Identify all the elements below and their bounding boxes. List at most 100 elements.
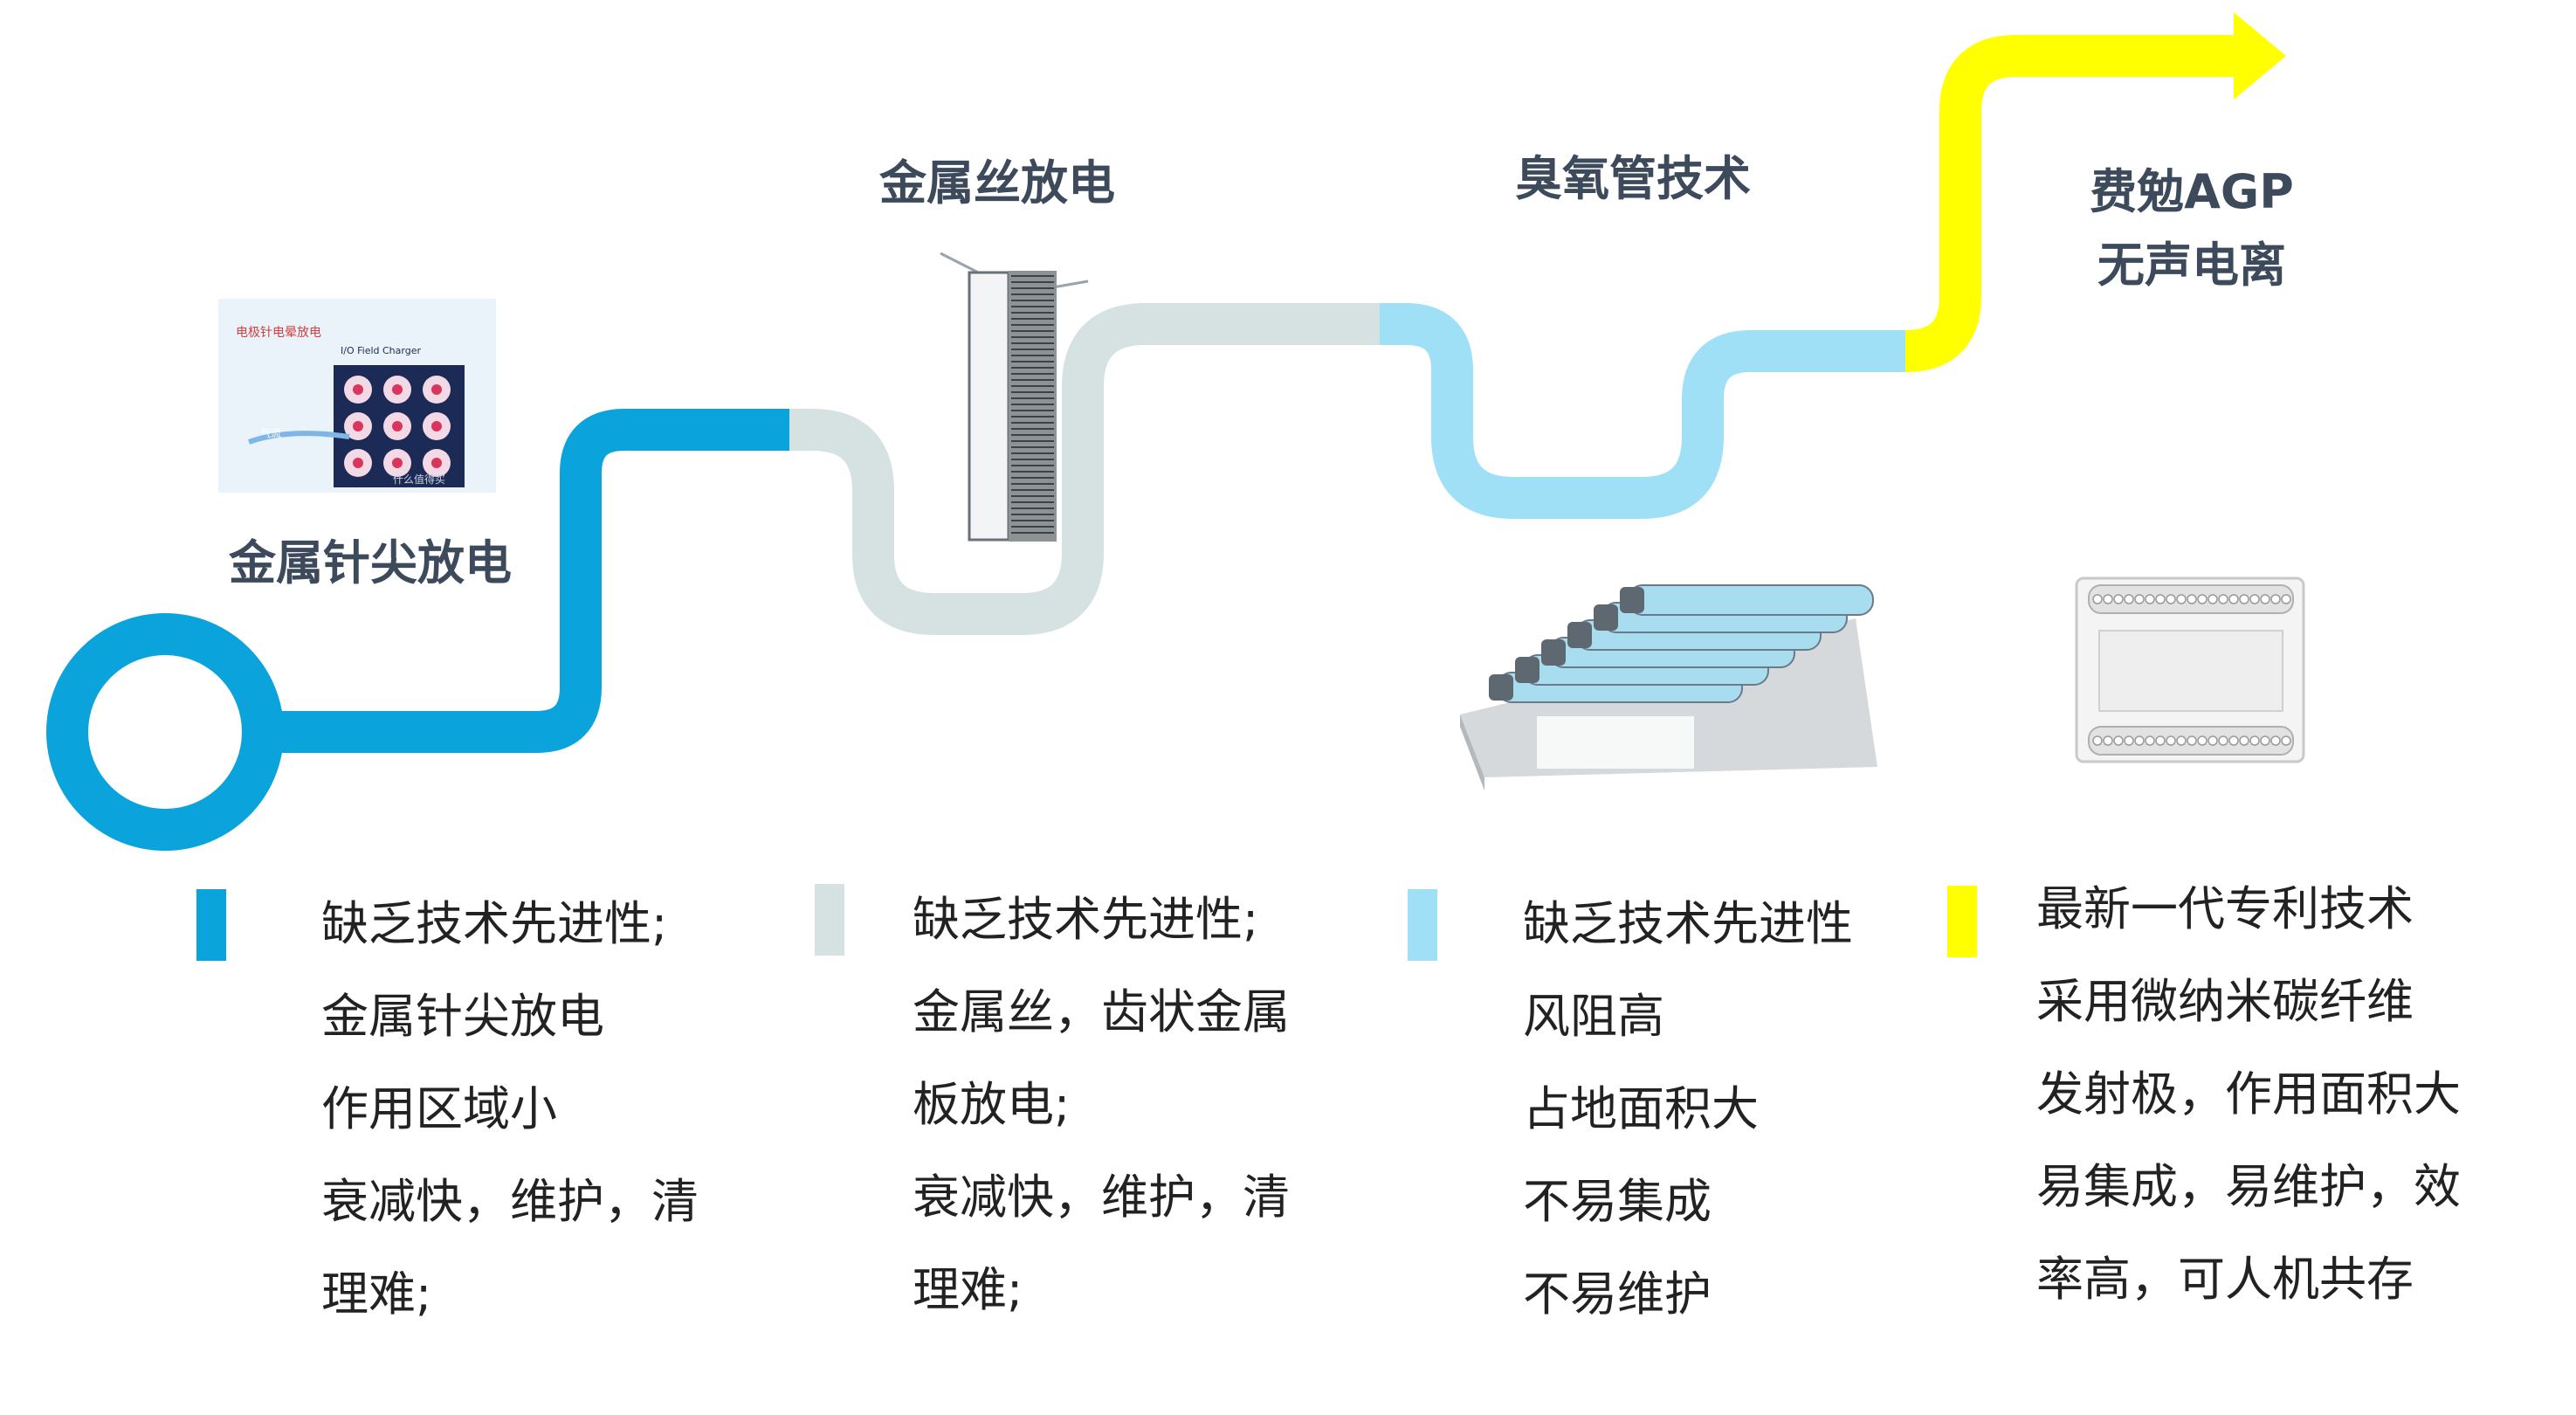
description-line: 不易集成 <box>1523 1174 1712 1229</box>
description-line: 理难; <box>913 1262 1023 1317</box>
stage-4-title: 费勉AGP 无声电离 <box>2078 155 2305 302</box>
agp-ionizer-module <box>2075 576 2305 763</box>
description-line: 缺乏技术先进性 <box>1523 896 1853 951</box>
emitter-bead <box>2176 735 2187 746</box>
emitter-bead <box>2281 594 2291 604</box>
stage-1-color-marker <box>196 889 226 961</box>
emitter-bead <box>2197 735 2208 746</box>
stage-4-color-marker <box>1947 886 1977 957</box>
stage-3-description: 缺乏技术先进性 风阻高 占地面积大 不易集成 不易维护 <box>1523 878 1853 1341</box>
emitter-bead <box>2113 735 2124 746</box>
emitter-bead <box>2092 594 2103 604</box>
emitter-bead <box>2197 594 2208 604</box>
tube-cap <box>1594 604 1618 631</box>
description-line: 率高，可人机共存 <box>2036 1252 2414 1307</box>
stage-2-color-marker <box>815 884 844 956</box>
needle-tip <box>353 384 363 395</box>
wire-electrode-pattern <box>1011 275 1054 534</box>
road-segment-stage-1 <box>271 409 789 753</box>
road-segment-stage-2 <box>789 303 1380 635</box>
stage-4-title-line-1: 费勉AGP <box>2090 164 2294 219</box>
stage-3-color-marker <box>1408 889 1437 961</box>
emitter-bead <box>2208 594 2218 604</box>
description-line: 最新一代专利技术 <box>2036 881 2414 936</box>
stage-2-title-line: 金属丝放电 <box>879 155 1115 211</box>
road-arrow-head <box>2234 12 2286 100</box>
stage-2-title: 金属丝放电 <box>879 147 1115 220</box>
needle-tip <box>353 458 363 468</box>
needle-tip-charger-diagram: 电极针电晕放电 I/O Field Charger 气流 什么值得买 <box>218 299 496 493</box>
description-line: 缺乏技术先进性; <box>913 892 1259 947</box>
image-watermark: 什么值得买 <box>393 473 445 486</box>
needle-tip <box>431 458 442 468</box>
emitter-bead <box>2145 735 2155 746</box>
stage-3-title: 臭氧管技术 <box>1515 142 1751 216</box>
description-line: 风阻高 <box>1523 989 1664 1044</box>
road-segment-stage-3 <box>1380 303 1905 519</box>
description-line: 易集成，易维护，效 <box>2036 1159 2461 1214</box>
stage-2-description: 缺乏技术先进性; 金属丝，齿状金属 板放电; 衰减快，维护，清 理难; <box>913 873 1290 1336</box>
ozone-tubes <box>1489 584 1874 703</box>
description-line: 占地面积大 <box>1523 1081 1759 1136</box>
airflow-arrow <box>247 431 350 445</box>
emitter-bead <box>2155 735 2166 746</box>
description-line: 衰减快，维护，清 <box>321 1174 699 1229</box>
ozone-tube-array <box>1460 584 1877 790</box>
description-line: 金属丝，齿状金属 <box>913 984 1290 1039</box>
needle-tip <box>431 421 442 431</box>
emitter-bead <box>2208 735 2218 746</box>
emitter-bead <box>2239 594 2249 604</box>
needle-tip <box>353 421 363 431</box>
stage-4-title-line-2: 无声电离 <box>2097 238 2286 293</box>
emitter-bead <box>2113 594 2124 604</box>
description-line: 作用区域小 <box>321 1081 557 1136</box>
needle-charger-caption: 电极针电晕放电 <box>236 326 321 340</box>
emitter-bead <box>2249 594 2260 604</box>
tube-cap <box>1489 674 1513 701</box>
emitter-bead <box>2145 594 2155 604</box>
needle-tip <box>392 458 403 468</box>
emitter-bead <box>2187 735 2197 746</box>
description-line: 金属针尖放电 <box>321 989 604 1044</box>
emitter-bead <box>2166 594 2176 604</box>
description-line: 不易维护 <box>1523 1267 1712 1322</box>
stage-1-title-line: 金属针尖放电 <box>229 535 512 590</box>
description-line: 理难; <box>321 1267 432 1322</box>
tube-cap <box>1515 657 1539 683</box>
emitter-bead <box>2124 594 2134 604</box>
emitter-bead <box>2270 594 2281 604</box>
carbon-fiber-emitters <box>2092 594 2291 746</box>
emitter-bead <box>2176 594 2187 604</box>
emitter-bead <box>2239 735 2249 746</box>
emitter-bead <box>2218 594 2228 604</box>
emitter-bead <box>2092 735 2103 746</box>
needle-tip <box>392 421 403 431</box>
emitter-bead <box>2103 735 2113 746</box>
needle-tip <box>392 384 403 395</box>
description-line: 板放电; <box>913 1077 1071 1132</box>
emitter-bead <box>2124 735 2134 746</box>
emitter-bead <box>2166 735 2176 746</box>
description-line: 衰减快，维护，清 <box>913 1170 1290 1225</box>
stage-3-title-line: 臭氧管技术 <box>1515 151 1751 206</box>
description-line: 缺乏技术先进性; <box>321 896 668 951</box>
stage-4-description: 最新一代专利技术 采用微纳米碳纤维 发射极，作用面积大 易集成，易维护，效 率高… <box>2036 863 2461 1326</box>
emitter-bead <box>2134 594 2145 604</box>
emitter-bead <box>2228 594 2239 604</box>
description-line: 发射极，作用面积大 <box>2036 1066 2461 1122</box>
tube-cap <box>1567 622 1592 648</box>
tube-cap <box>1620 587 1644 613</box>
emitter-bead <box>2260 735 2270 746</box>
road-start-circle <box>46 613 284 851</box>
stage-1-description: 缺乏技术先进性; 金属针尖放电 作用区域小 衰减快，维护，清 理难; <box>321 878 699 1341</box>
emitter-bead <box>2103 594 2113 604</box>
emitter-bead <box>2228 735 2239 746</box>
emitter-bead <box>2187 594 2197 604</box>
emitter-bead <box>2218 735 2228 746</box>
road-segment-stage-4 <box>1904 35 2234 372</box>
needle-tip <box>431 384 442 395</box>
emitter-bead <box>2155 594 2166 604</box>
emitter-bead <box>2260 594 2270 604</box>
emitter-bead <box>2270 735 2281 746</box>
